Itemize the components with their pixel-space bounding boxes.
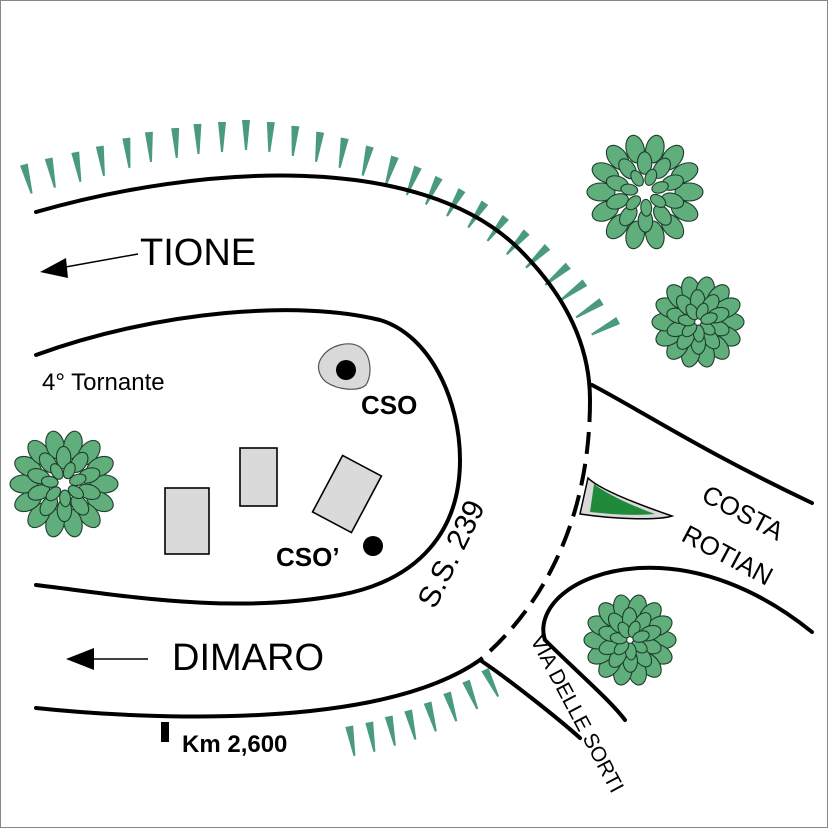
embankment-tick-icon <box>443 691 458 722</box>
embankment-tick-icon <box>144 131 153 163</box>
embankment-tick-icon <box>193 123 202 155</box>
cso-prime-marker <box>363 536 383 556</box>
embankment-tick-icon <box>505 229 530 256</box>
embankment-tick-icon <box>384 155 399 186</box>
embankment-tick-icon <box>575 298 604 319</box>
embankment-tick-icon <box>486 214 510 242</box>
label-tione: TIONE <box>140 232 256 274</box>
embankment-tick-icon <box>462 679 479 710</box>
embankment-tick-icon <box>591 316 621 336</box>
embankment-tick-icon <box>446 188 466 217</box>
label-dimaro: DIMARO <box>172 637 324 679</box>
embankment-tick-icon <box>467 200 489 229</box>
embankment-tick-icon <box>218 122 226 152</box>
embankment-tick-icon <box>345 725 356 756</box>
building-2 <box>239 447 278 507</box>
via-delle-sorti-road-right <box>543 638 627 722</box>
embankment-tick-icon <box>365 721 376 752</box>
label-cso-prime: CSO’ <box>276 542 340 572</box>
tree-icon <box>583 594 677 686</box>
embankment-tick-icon <box>405 165 422 196</box>
via-delle-sorti-road-left <box>478 658 582 740</box>
arrow-left-icon <box>40 253 139 278</box>
embankment-tick-icon <box>44 157 56 188</box>
embankment-tick-icon <box>71 151 82 182</box>
tree-icon <box>9 430 119 538</box>
embankment-tick-icon <box>266 121 275 153</box>
km-marker <box>161 722 169 742</box>
embankment-tick-icon <box>560 279 588 302</box>
costa-rotian-road-upper <box>590 383 814 505</box>
embankment-top <box>19 120 621 336</box>
embankment-tick-icon <box>481 667 500 698</box>
embankment-tick-icon <box>544 262 571 286</box>
embankment-tick-icon <box>338 137 349 168</box>
embankment-tick-icon <box>122 137 131 169</box>
embankment-tick-icon <box>95 145 105 177</box>
road-outer-edge-dashed <box>478 399 592 662</box>
label-tornante: 4° Tornante <box>42 369 165 396</box>
embankment-bottom <box>345 667 500 756</box>
traffic-island-green <box>590 484 655 515</box>
cso-marker <box>336 360 356 380</box>
building-1 <box>164 487 210 555</box>
embankment-tick-icon <box>384 715 396 746</box>
embankment-tick-icon <box>19 163 33 194</box>
road-outer-edge-upper <box>34 173 592 402</box>
tree-icon <box>586 134 704 250</box>
building-3 <box>311 454 383 534</box>
arrow-left-icon <box>66 648 148 670</box>
embankment-tick-icon <box>242 120 250 150</box>
embankment-tick-icon <box>361 145 374 176</box>
embankment-tick-icon <box>423 701 437 732</box>
label-km: Km 2,600 <box>182 731 287 758</box>
embankment-tick-icon <box>315 131 325 163</box>
embankment-tick-icon <box>404 709 417 740</box>
costa-rotian-road-lower <box>541 565 814 642</box>
embankment-tick-icon <box>171 127 180 159</box>
road-outer-edge-lower <box>34 658 482 719</box>
tree-icon <box>651 276 745 368</box>
trees <box>9 134 745 686</box>
embankment-tick-icon <box>291 125 300 157</box>
road-inner-edge <box>34 308 462 606</box>
label-cso: CSO <box>361 390 417 420</box>
